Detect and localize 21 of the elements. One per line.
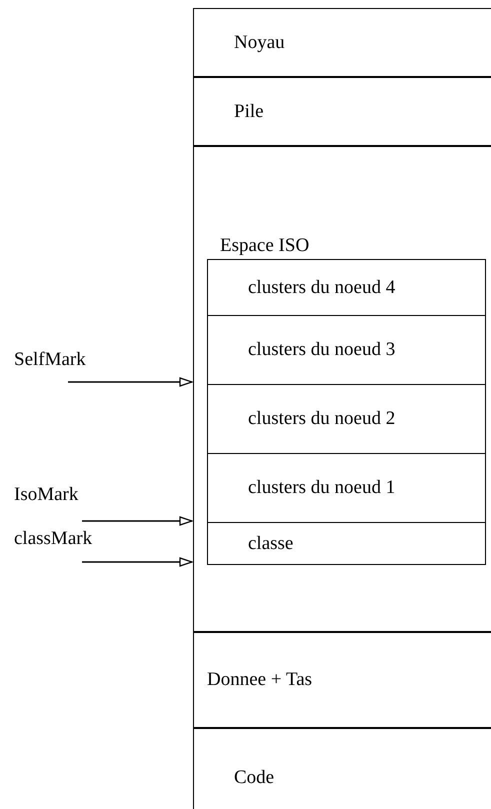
memory-segment — [193, 8, 491, 77]
memory-region-band — [193, 146, 491, 632]
pointer-label: SelfMark — [14, 349, 86, 371]
pointer-arrow — [68, 377, 193, 387]
pointer-arrow — [82, 516, 193, 526]
pointer-arrow — [82, 557, 193, 567]
segment-label: Pile — [233, 100, 264, 122]
pointer-label: classMark — [14, 528, 92, 550]
segment-label: Noyau — [233, 32, 285, 54]
memory-row-label: classe — [247, 532, 294, 554]
memory-segment — [193, 77, 491, 146]
memory-row-label: clusters du noeud 2 — [247, 408, 396, 430]
memory-row-label: clusters du noeud 1 — [247, 477, 396, 499]
memory-segment — [193, 632, 491, 728]
memory-row-label: clusters du noeud 4 — [247, 276, 396, 298]
memory-row-label: clusters du noeud 3 — [247, 339, 396, 361]
region-heading: Espace ISO — [220, 235, 310, 257]
pointer-label: IsoMark — [14, 484, 78, 506]
segment-label: Code — [233, 767, 274, 789]
segment-label: Donnee + Tas — [206, 669, 312, 691]
memory-segment — [193, 728, 491, 809]
